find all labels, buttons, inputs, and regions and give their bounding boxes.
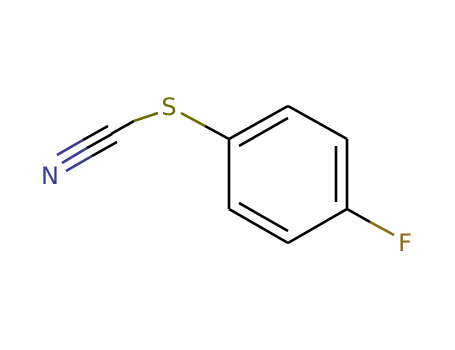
carbon-fluorine-bond <box>346 207 395 237</box>
nitrile-triple-bond <box>56 124 118 173</box>
carbon-sulfur-bond <box>110 111 159 136</box>
benzene-ring <box>227 104 349 245</box>
sulfur-atom-label: S <box>161 93 176 121</box>
fluorine-atom-label: F <box>398 229 412 257</box>
sulfur-aryl-bond <box>180 111 230 141</box>
nitrogen-atom-label: N <box>41 162 59 190</box>
